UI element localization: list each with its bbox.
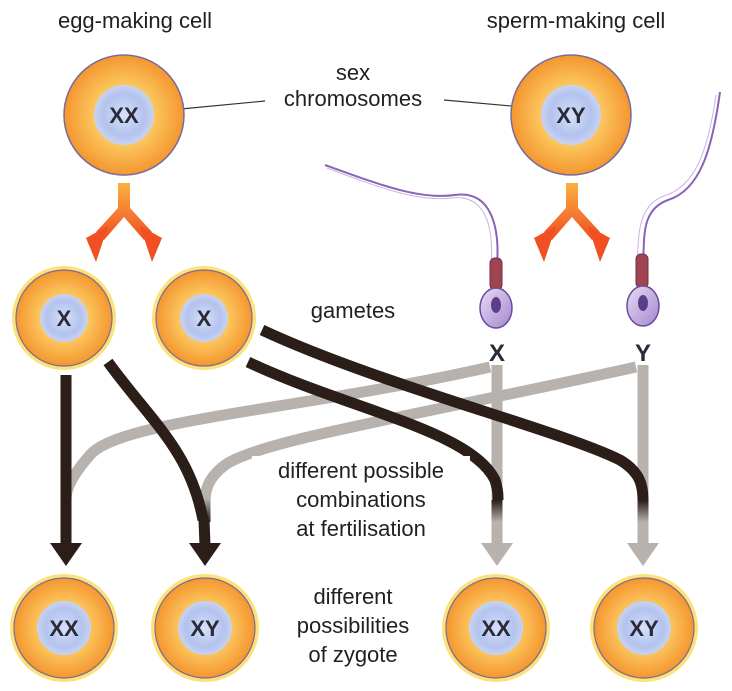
- arrowhead-zygote3: [481, 543, 513, 566]
- egg-gamete-2: X: [152, 266, 256, 370]
- egg-gamete-2-chromosome: X: [197, 306, 212, 331]
- zygote-label-1: different: [313, 584, 392, 609]
- sex-chromosomes-label-2: chromosomes: [284, 86, 422, 111]
- egg-division-arrow: [86, 183, 162, 262]
- zygote-3: XX: [442, 574, 550, 682]
- arrowhead-zygote1: [50, 543, 82, 566]
- path-spermY-to-zygote2: [199, 361, 638, 503]
- gametes-label: gametes: [311, 298, 395, 323]
- zygote-2: XY: [151, 574, 259, 682]
- egg-paths: [60, 325, 649, 546]
- egg-cell-chromosomes: XX: [109, 103, 139, 128]
- zygote-4-chromosomes: XY: [629, 616, 659, 641]
- egg-gamete-1: X: [12, 266, 116, 370]
- sperm-y: [626, 91, 721, 327]
- sperm-making-cell: XY: [510, 54, 632, 176]
- zygote-label-3: of zygote: [308, 642, 397, 667]
- sex-chromosomes-label-1: sex: [336, 60, 370, 85]
- path-egg2-to-zygote3: [245, 357, 504, 501]
- path-egg2-to-zygote4: [259, 325, 649, 501]
- combinations-label-1: different possible: [278, 458, 444, 483]
- combinations-label-3: at fertilisation: [296, 516, 426, 541]
- arrowhead-zygote4: [627, 543, 659, 566]
- sperm-gamete-x-label: X: [489, 340, 505, 367]
- zygote-3-chromosomes: XX: [481, 616, 511, 641]
- combinations-label-2: combinations: [296, 487, 426, 512]
- sperm-cell-chromosomes: XY: [556, 103, 586, 128]
- sperm-x: [324, 164, 513, 329]
- path-spermX-to-zygote1: [60, 361, 492, 501]
- egg-gamete-1-chromosome: X: [57, 306, 72, 331]
- zygote-1: XX: [10, 574, 118, 682]
- arrowhead-zygote2: [189, 543, 221, 566]
- zygote-4: XY: [590, 574, 698, 682]
- sperm-cell-label: sperm-making cell: [487, 8, 666, 33]
- zygote-label-2: possibilities: [297, 613, 410, 638]
- egg-cell-label: egg-making cell: [58, 8, 212, 33]
- egg-making-cell: XX: [63, 54, 185, 176]
- sperm-division-arrow: [534, 183, 610, 262]
- path-egg1-to-zygote2: [103, 358, 209, 522]
- zygote-2-chromosomes: XY: [190, 616, 220, 641]
- zygote-1-chromosomes: XX: [49, 616, 79, 641]
- sperm-gamete-y-label: Y: [635, 340, 651, 367]
